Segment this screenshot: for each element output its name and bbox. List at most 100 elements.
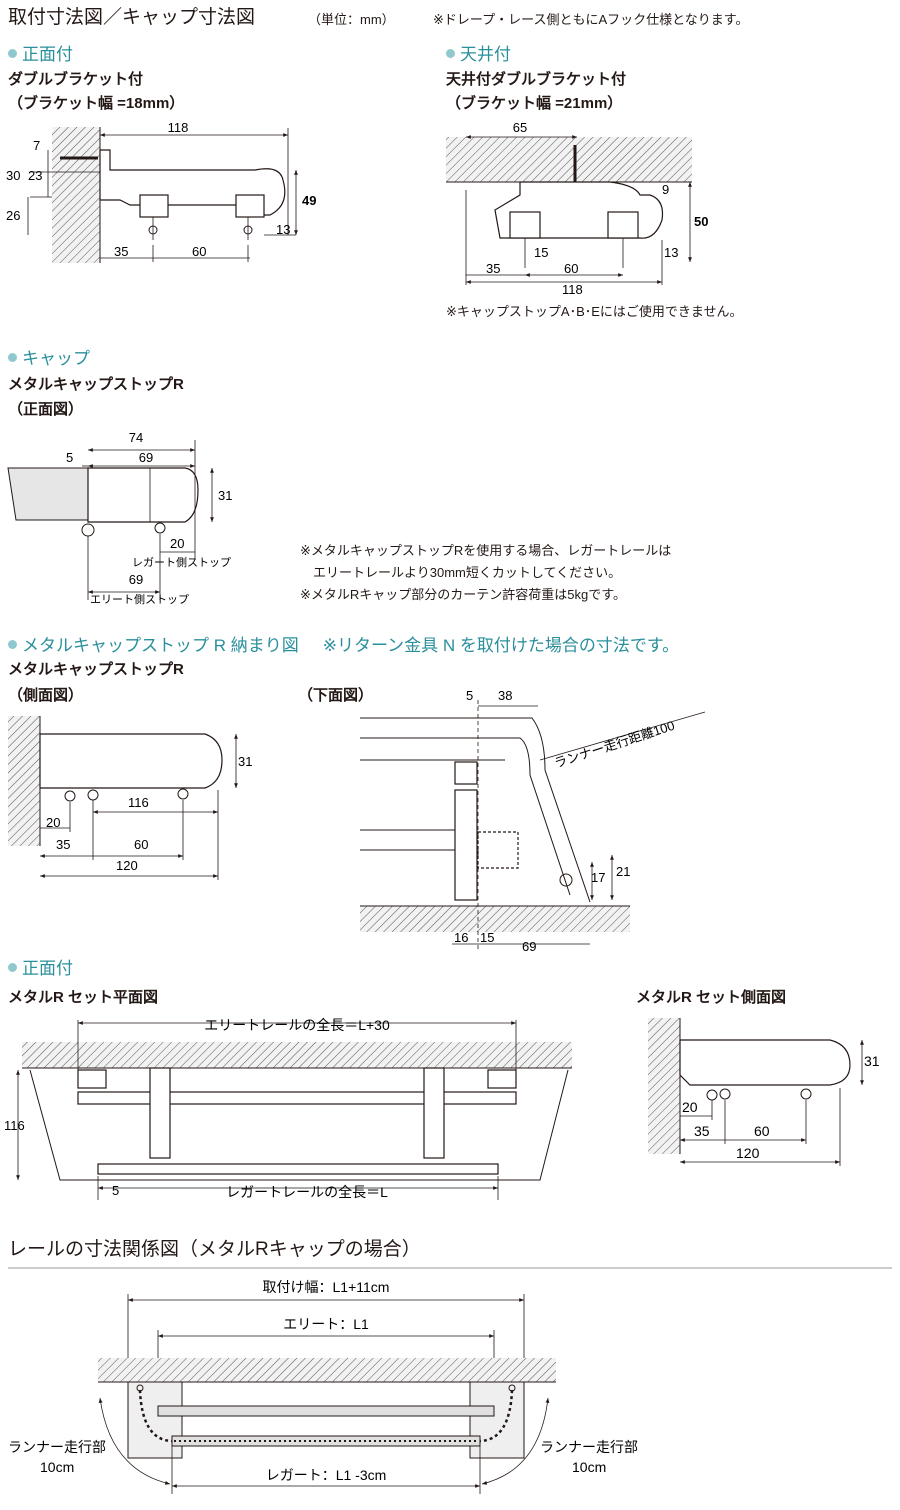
- bullet-icon: [8, 640, 17, 649]
- dim-65: 65: [513, 120, 527, 135]
- runner-left-label: ランナー走行部: [8, 1439, 106, 1455]
- dim-35c: 35: [56, 837, 70, 852]
- wall: [52, 127, 100, 263]
- cap-name: メタルキャップストップR: [8, 376, 184, 393]
- header-note: ※ドレープ・レース側ともにAフック仕様となります。: [433, 12, 749, 27]
- bullet-icon: [8, 49, 17, 58]
- ceiling: [446, 137, 692, 182]
- dim-116: 116: [128, 795, 149, 810]
- bullet-icon: [446, 49, 455, 58]
- dim-31b: 31: [238, 754, 252, 769]
- relation-rail-elite: [157, 1405, 495, 1417]
- set-side-drawing: [648, 1018, 864, 1166]
- cap-view: （正面図）: [8, 401, 84, 418]
- dim-5: 5: [66, 450, 73, 465]
- dim-120b: 120: [736, 1145, 760, 1161]
- ceiling: [22, 1042, 572, 1068]
- section-front-mount: 正面付: [8, 46, 73, 63]
- wall: [648, 1018, 680, 1154]
- dim-118: 118: [168, 120, 189, 135]
- dim-74: 74: [129, 430, 143, 445]
- regato-label: レガート：L1 -3cm: [266, 1467, 387, 1483]
- cap-left: [127, 1381, 183, 1459]
- plan-rail-elite: [77, 1091, 517, 1105]
- dim-50: 50: [694, 214, 708, 229]
- set-side-profile: [679, 1039, 851, 1086]
- rail-end: [7, 467, 89, 521]
- front-mount-spec: （ブラケット幅 =18mm）: [8, 95, 185, 112]
- dim-35d: 35: [694, 1123, 710, 1139]
- dim-49: 49: [302, 193, 316, 208]
- elite-length-label: エリートレールの全長＝L+30: [204, 1017, 390, 1033]
- dim-60d: 60: [754, 1123, 770, 1139]
- fit-bottom-view: （下面図）: [298, 687, 374, 704]
- runner-right-length: 10cm: [572, 1459, 606, 1475]
- wall: [8, 716, 40, 846]
- dim-26: 26: [6, 208, 20, 223]
- plan-bracket-left: [149, 1067, 171, 1159]
- dim-35b: 35: [486, 261, 500, 276]
- cap-side-profile: [39, 733, 223, 789]
- set-plan-drawing: [16, 1020, 572, 1200]
- dim-20c: 20: [682, 1099, 698, 1115]
- section-fit: メタルキャップストップ R 納まり図※リターン金具 N を取付けた場合の寸法です…: [8, 637, 679, 654]
- dim-5b: 5: [466, 688, 473, 703]
- fit-side-view: （側面図）: [8, 687, 84, 704]
- dim-116b: 116: [4, 1118, 25, 1133]
- dim-38: 38: [498, 688, 512, 703]
- bullet-icon: [8, 353, 17, 362]
- cap-front-drawing: [7, 440, 214, 600]
- fit-side-drawing: [8, 716, 238, 880]
- dim-31: 31: [218, 488, 232, 503]
- dim-9: 9: [662, 182, 669, 197]
- dim-69b: 69: [129, 572, 143, 587]
- runner-left-length: 10cm: [40, 1459, 74, 1475]
- plan-bracket-right: [423, 1067, 445, 1159]
- ceiling-mount-note: ※キャップストップA･B･Eにはご使用できません。: [446, 304, 743, 319]
- dim-13: 13: [276, 222, 290, 237]
- dim-13b: 13: [664, 245, 678, 260]
- runner-icon: [559, 873, 573, 887]
- runner-right-label: ランナー走行部: [540, 1439, 638, 1455]
- dim-35: 35: [114, 244, 128, 259]
- cap-note-1: ※メタルキャップストップRを使用する場合、レガートレールは: [300, 543, 672, 558]
- stop-hook-icon: [154, 522, 166, 534]
- elite-label: エリート：L1: [283, 1316, 369, 1332]
- cap-right: [469, 1381, 525, 1459]
- section-set: 正面付: [8, 960, 73, 977]
- set-side-title: メタルR セット側面図: [636, 989, 787, 1006]
- bullet-icon: [8, 963, 17, 972]
- mount-width-label: 取付け幅：L1+11cm: [263, 1279, 390, 1295]
- dim-15b: 15: [480, 930, 494, 945]
- cap-note-3: ※メタルRキャップ部分のカーテン許容荷重は5kgです。: [300, 587, 626, 602]
- dim-17: 17: [591, 870, 605, 885]
- ceiling-rail-regato: [607, 211, 639, 239]
- fit-section-note: ※リターン金具 N を取付けた場合の寸法です。: [322, 636, 680, 655]
- dim-30: 30: [6, 168, 20, 183]
- dim-69: 69: [139, 450, 153, 465]
- rail-regato: [235, 194, 265, 218]
- ceiling-mount-spec: （ブラケット幅 =21mm）: [446, 95, 623, 112]
- dim-60b: 60: [564, 261, 578, 276]
- wall: [360, 906, 630, 932]
- cap-note-2: エリートレールより30mm短くカットしてください。: [300, 565, 622, 580]
- dim-60c: 60: [134, 837, 148, 852]
- dim-21: 21: [616, 864, 630, 879]
- runner-distance-label: ランナー走行距離100: [552, 718, 676, 771]
- dim-15: 15: [534, 245, 548, 260]
- front-mount-name: ダブルブラケット付: [8, 71, 144, 88]
- dim-23: 23: [28, 168, 42, 183]
- plan-rail-regato: [97, 1163, 499, 1175]
- dim-69c: 69: [522, 939, 536, 954]
- section-ceiling-mount: 天井付: [446, 46, 511, 63]
- dim-20b: 20: [46, 815, 60, 830]
- rail-bend-outer: [360, 717, 591, 903]
- page-title: 取付寸法図／キャップ寸法図: [8, 7, 256, 28]
- ceiling-mount-drawing: [446, 135, 692, 285]
- relation-title: レールの寸法関係図（メタルRキャップの場合）: [8, 1239, 421, 1260]
- stop-roller-icon: [81, 523, 95, 537]
- dim-120: 120: [116, 858, 138, 873]
- rail-elite: [139, 194, 169, 218]
- set-plan-title: メタルR セット平面図: [8, 989, 159, 1006]
- unit-label: （単位：mm）: [308, 12, 395, 27]
